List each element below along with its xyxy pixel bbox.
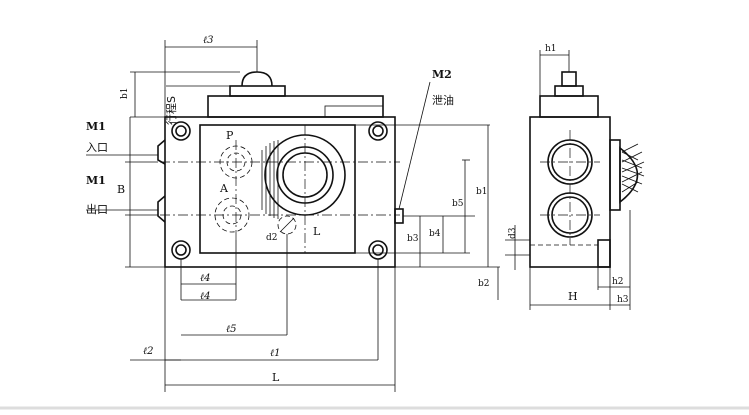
label-stroke: 行程S bbox=[165, 96, 178, 125]
side-drain-port bbox=[597, 239, 611, 268]
top-block bbox=[207, 95, 384, 118]
side-labels: h1 d3 h2 H h3 bbox=[508, 44, 629, 305]
inlet-port-boss bbox=[157, 139, 166, 165]
label-l5: ℓ5 bbox=[226, 324, 237, 335]
front-view bbox=[157, 64, 431, 268]
label-b: B bbox=[117, 183, 125, 196]
side-handle-base bbox=[609, 139, 621, 211]
drain-port-l bbox=[277, 215, 297, 235]
label-h1: h1 bbox=[545, 44, 557, 54]
label-b2: b2 bbox=[478, 279, 490, 289]
label-b4: b4 bbox=[429, 229, 441, 239]
corner-bolt-tr bbox=[368, 121, 388, 141]
front-labels: ℓ3 b1 行程S M2 泄油 M1 入口 M1 B 出口 P A d2 L b… bbox=[86, 35, 490, 384]
label-h3: h3 bbox=[617, 295, 629, 305]
label-drain: 泄油 bbox=[432, 93, 454, 107]
drain-port-m2 bbox=[394, 208, 404, 224]
label-m1-inlet: M1 bbox=[86, 120, 106, 133]
side-dimensions bbox=[505, 50, 631, 310]
label-b1-top: b1 bbox=[120, 88, 130, 100]
inner-plate bbox=[199, 124, 356, 254]
label-d3: d3 bbox=[508, 227, 518, 239]
outlet-port-boss bbox=[157, 195, 166, 223]
label-port-p: P bbox=[226, 129, 234, 142]
port-a-circle bbox=[214, 197, 250, 233]
hatching bbox=[261, 140, 279, 219]
label-l2: ℓ2 bbox=[143, 346, 154, 357]
label-l4-a: ℓ4 bbox=[200, 273, 211, 284]
corner-bolt-bl bbox=[171, 240, 191, 260]
label-h2: h2 bbox=[612, 277, 624, 287]
corner-bolt-br bbox=[368, 240, 388, 260]
label-b3: b3 bbox=[407, 234, 419, 244]
label-inlet: 入口 bbox=[86, 141, 108, 154]
label-outlet: 出口 bbox=[86, 202, 108, 216]
label-l1: ℓ1 bbox=[270, 348, 281, 359]
stroke-knob bbox=[241, 71, 273, 87]
side-knob bbox=[561, 71, 577, 87]
label-l3: ℓ3 bbox=[203, 35, 214, 46]
corner-bolt-tl bbox=[171, 121, 191, 141]
top-cap bbox=[229, 85, 286, 97]
label-b5: b5 bbox=[452, 199, 464, 209]
label-b1-right: b1 bbox=[476, 187, 488, 197]
side-view bbox=[529, 64, 645, 268]
label-l4-b: ℓ4 bbox=[200, 291, 211, 302]
label-L: L bbox=[272, 371, 280, 384]
label-port-l: L bbox=[313, 225, 321, 238]
label-port-a: A bbox=[219, 182, 229, 195]
side-knurl-knob bbox=[619, 146, 639, 204]
label-H: H bbox=[568, 290, 578, 303]
side-top-block bbox=[539, 95, 599, 118]
label-m1-outlet: M1 bbox=[86, 174, 106, 187]
label-m2: M2 bbox=[432, 68, 452, 81]
label-d2: d2 bbox=[266, 233, 278, 243]
front-dimensions bbox=[125, 40, 500, 392]
